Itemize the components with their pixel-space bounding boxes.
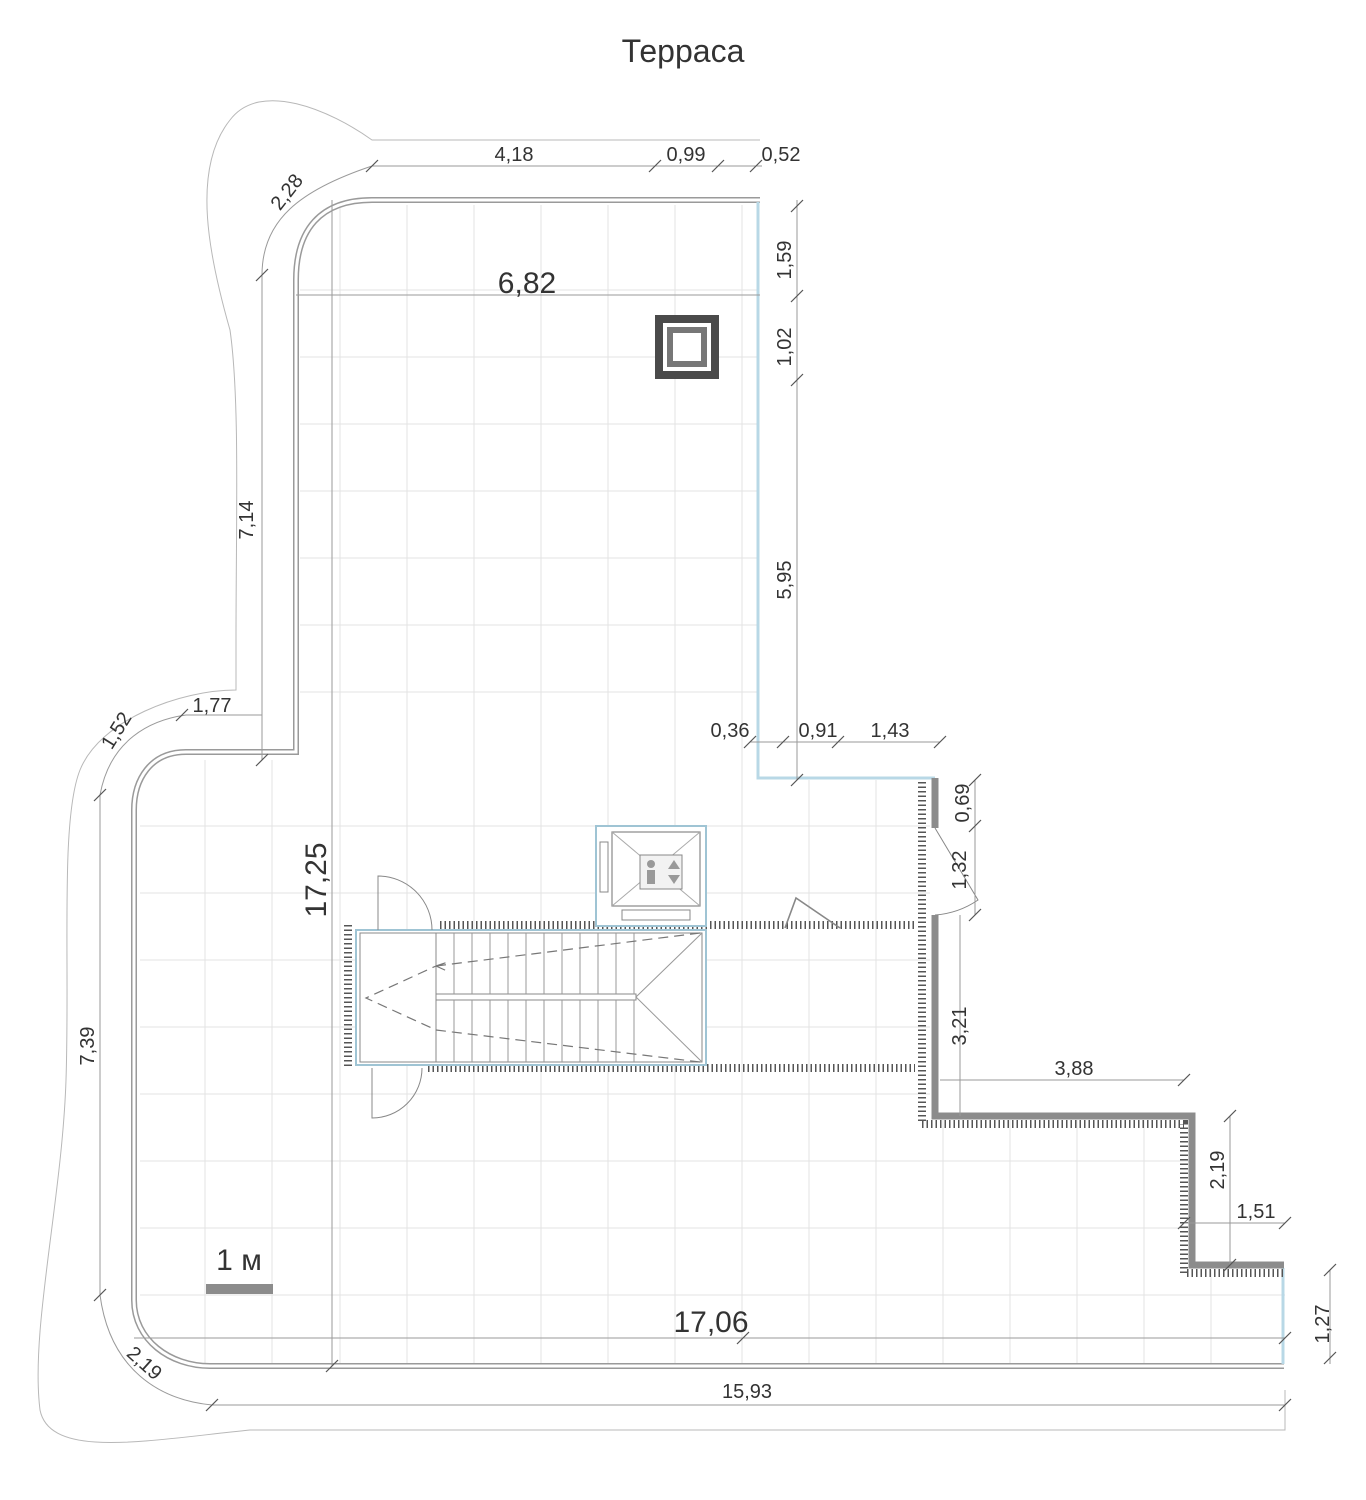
terrace-outer-boundary xyxy=(37,100,1286,1443)
dim-right-end: 1,27 xyxy=(1312,1305,1334,1344)
dim-right-2: 1,02 xyxy=(774,328,796,367)
glazing-upper xyxy=(756,202,935,780)
plan-title: Терраса xyxy=(622,33,745,69)
dim-step-2-19: 2,19 xyxy=(1207,1151,1229,1190)
dim-bottom-total: 15,93 xyxy=(722,1381,772,1403)
floor-tile-grid xyxy=(140,205,1285,1365)
dim-mid-b: 0,91 xyxy=(799,720,838,742)
scale-label: 1 м xyxy=(216,1244,262,1277)
dim-step-3-88: 3,88 xyxy=(1055,1058,1094,1080)
dimension-ticks xyxy=(93,159,1337,1412)
dim-mid-c: 1,43 xyxy=(871,720,910,742)
elevator-icon xyxy=(595,825,707,927)
door-swings xyxy=(371,827,979,1119)
dim-top-c: 0,52 xyxy=(762,144,801,166)
dim-overall-height: 17,25 xyxy=(300,842,333,917)
dim-ledge: 1,77 xyxy=(193,695,232,717)
dim-left-upper: 7,14 xyxy=(236,501,258,540)
terrace-wall-core xyxy=(132,198,1284,1368)
dim-door-b: 1,32 xyxy=(949,851,971,890)
dim-top-a: 4,18 xyxy=(495,144,534,166)
dim-corner-mid: 1,52 xyxy=(97,708,136,753)
stepped-wall xyxy=(931,778,1284,1269)
stepped-wall-hatching xyxy=(918,782,1284,1277)
dim-corner-top: 2,28 xyxy=(267,170,308,214)
dim-inner-width: 6,82 xyxy=(498,267,556,300)
dim-mid-a: 0,36 xyxy=(711,720,750,742)
dim-top-b: 0,99 xyxy=(667,144,706,166)
dim-overall-width: 17,06 xyxy=(673,1306,748,1339)
dim-door-a: 0,69 xyxy=(952,784,974,823)
chimney-icon xyxy=(655,315,719,379)
dim-step-1-51: 1,51 xyxy=(1237,1201,1276,1223)
dim-right-1: 1,59 xyxy=(774,241,796,280)
stairs-icon xyxy=(355,929,707,1066)
dim-right-3: 5,95 xyxy=(774,561,796,600)
scale-bar xyxy=(206,1284,273,1294)
dim-left-lower: 7,39 xyxy=(77,1027,99,1066)
dim-wall-3-21: 3,21 xyxy=(949,1007,971,1046)
